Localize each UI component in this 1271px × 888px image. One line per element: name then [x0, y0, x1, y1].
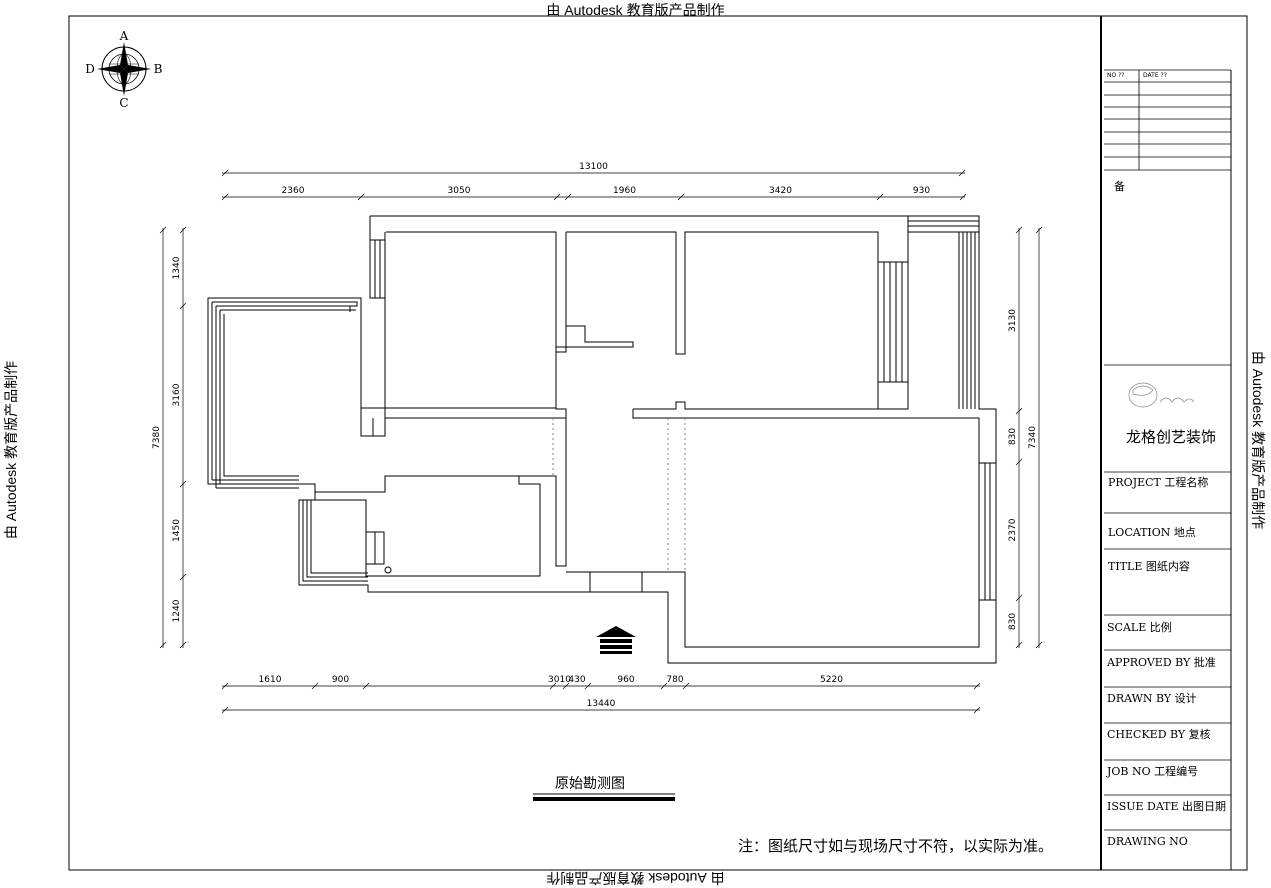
dim-left-segment: 1450	[172, 519, 182, 542]
remark-label: 备	[1114, 180, 1125, 193]
dim-right-segment: 830	[1008, 613, 1018, 630]
no-label: NO ??	[1107, 72, 1125, 79]
dim-bottom-segment: 960	[617, 675, 634, 685]
location-label: LOCATION 地点	[1108, 526, 1196, 539]
drawn-label: DRAWN BY 设计	[1107, 692, 1197, 705]
dim-top-total: 13100	[579, 162, 608, 172]
dim-bottom-segment: 1610	[259, 675, 282, 685]
date-label: DATE ??	[1143, 72, 1167, 79]
dim-right-segment: 3130	[1008, 309, 1018, 332]
dim-bottom-segment: 430	[568, 675, 585, 685]
drawing-note: 注：图纸尺寸如与现场尺寸不符，以实际为准。	[738, 837, 1054, 855]
dim-left-segment: 3160	[172, 383, 182, 406]
dim-left-segment: 1340	[172, 256, 182, 279]
checked-label: CHECKED BY 复核	[1107, 728, 1211, 741]
compass-icon: A C D B	[85, 29, 162, 110]
job-label: JOB NO 工程编号	[1107, 765, 1199, 778]
approved-label: APPROVED BY 批准	[1107, 656, 1216, 669]
compass-w: D	[85, 62, 95, 76]
compass-n: A	[119, 29, 129, 43]
scale-label: SCALE 比例	[1107, 621, 1172, 634]
compass-e: B	[154, 62, 163, 76]
title-label: TITLE 图纸内容	[1108, 560, 1190, 573]
entry-arrow-icon	[596, 626, 636, 654]
dimension-lines	[162, 172, 1040, 711]
project-label: PROJECT 工程名称	[1108, 476, 1209, 489]
company-logo	[1128, 382, 1195, 408]
window	[978, 462, 997, 601]
dim-top-segment: 3420	[769, 186, 792, 196]
company-name: 龙格创艺装饰	[1126, 428, 1217, 446]
dim-top-segment: 1960	[613, 186, 636, 196]
dim-bottom-segment: 900	[332, 675, 349, 685]
drawing-title: 原始勘测图	[555, 776, 625, 792]
issue-date-label: ISSUE DATE 出图日期	[1107, 800, 1227, 813]
window	[369, 239, 386, 299]
dim-bottom-total: 13440	[587, 699, 616, 709]
dim-bottom-segment: 3010	[548, 675, 571, 685]
window	[907, 215, 980, 409]
compass-s: C	[119, 96, 128, 110]
dim-left-segment: 1240	[172, 599, 182, 622]
dim-bottom-segment: 780	[666, 675, 683, 685]
dim-right-segment: 2370	[1008, 518, 1018, 541]
dim-bottom-segment: 5220	[820, 675, 843, 685]
window	[365, 531, 392, 574]
revision-grid	[1104, 69, 1231, 831]
dim-top-segment: 3050	[448, 186, 471, 196]
dim-top-segment: 2360	[282, 186, 305, 196]
floor-plan	[207, 215, 997, 664]
drawing-no-label: DRAWING NO	[1107, 835, 1188, 848]
dim-top-segment: 930	[913, 186, 930, 196]
dim-right-segment: 830	[1008, 428, 1018, 445]
window	[877, 261, 909, 383]
dim-right-total: 7340	[1028, 426, 1038, 449]
watermark-top: 由 Autodesk 教育版产品制作	[546, 2, 725, 18]
dim-left-total: 7380	[152, 426, 162, 449]
sheet-border	[68, 15, 1248, 871]
